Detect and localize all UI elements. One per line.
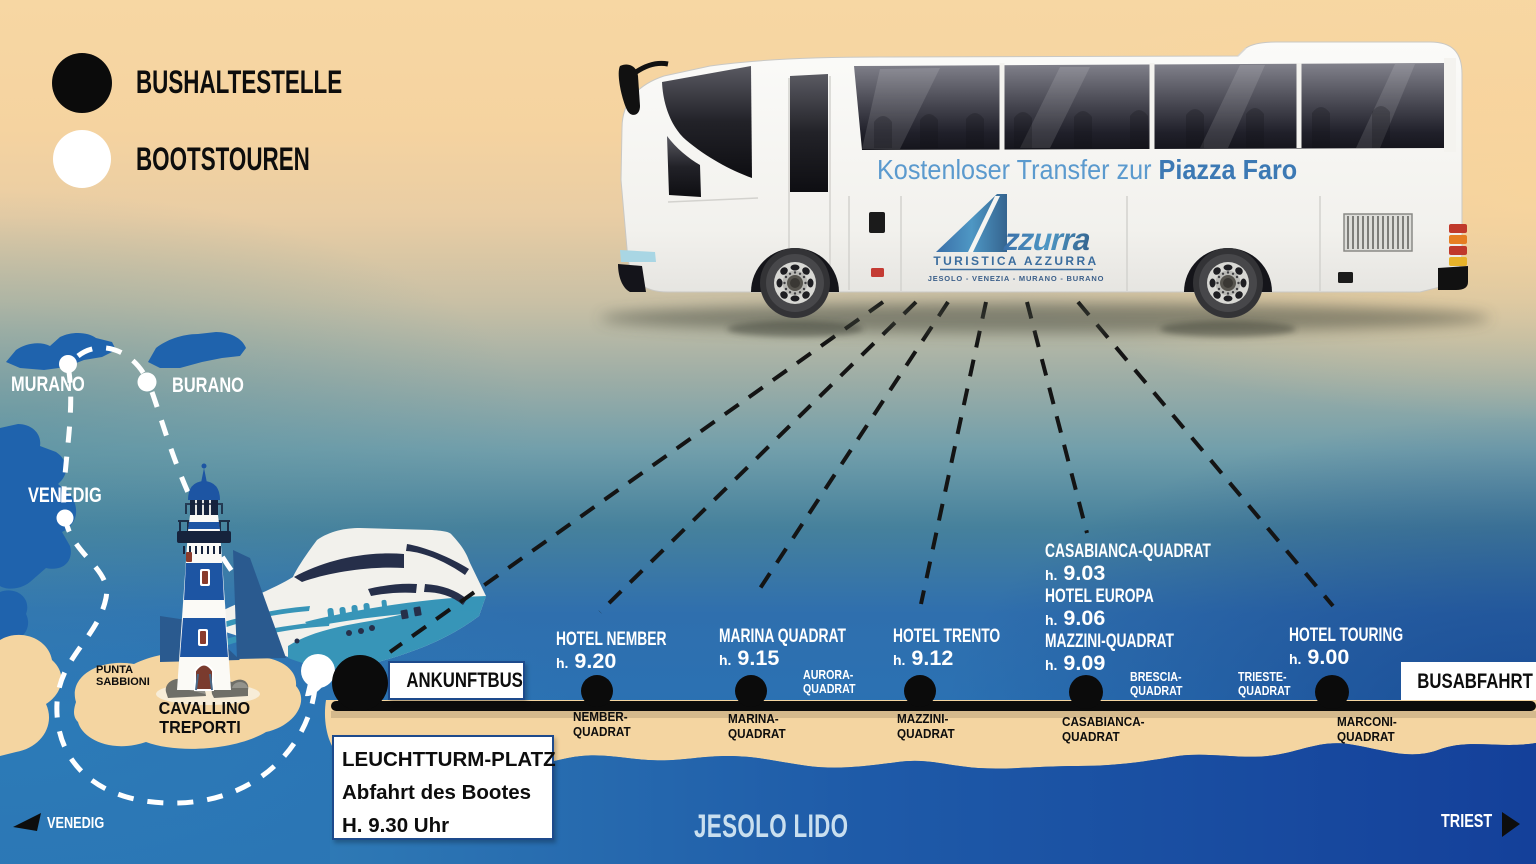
svg-text:TURISTICA AZZURRA: TURISTICA AZZURRA xyxy=(933,254,1098,268)
svg-text:JESOLO - VENEZIA - MURANO: JESOLO - VENEZIA - MURANO - BURANO xyxy=(928,274,1105,283)
svg-text:zzurra: zzurra xyxy=(1000,222,1095,256)
